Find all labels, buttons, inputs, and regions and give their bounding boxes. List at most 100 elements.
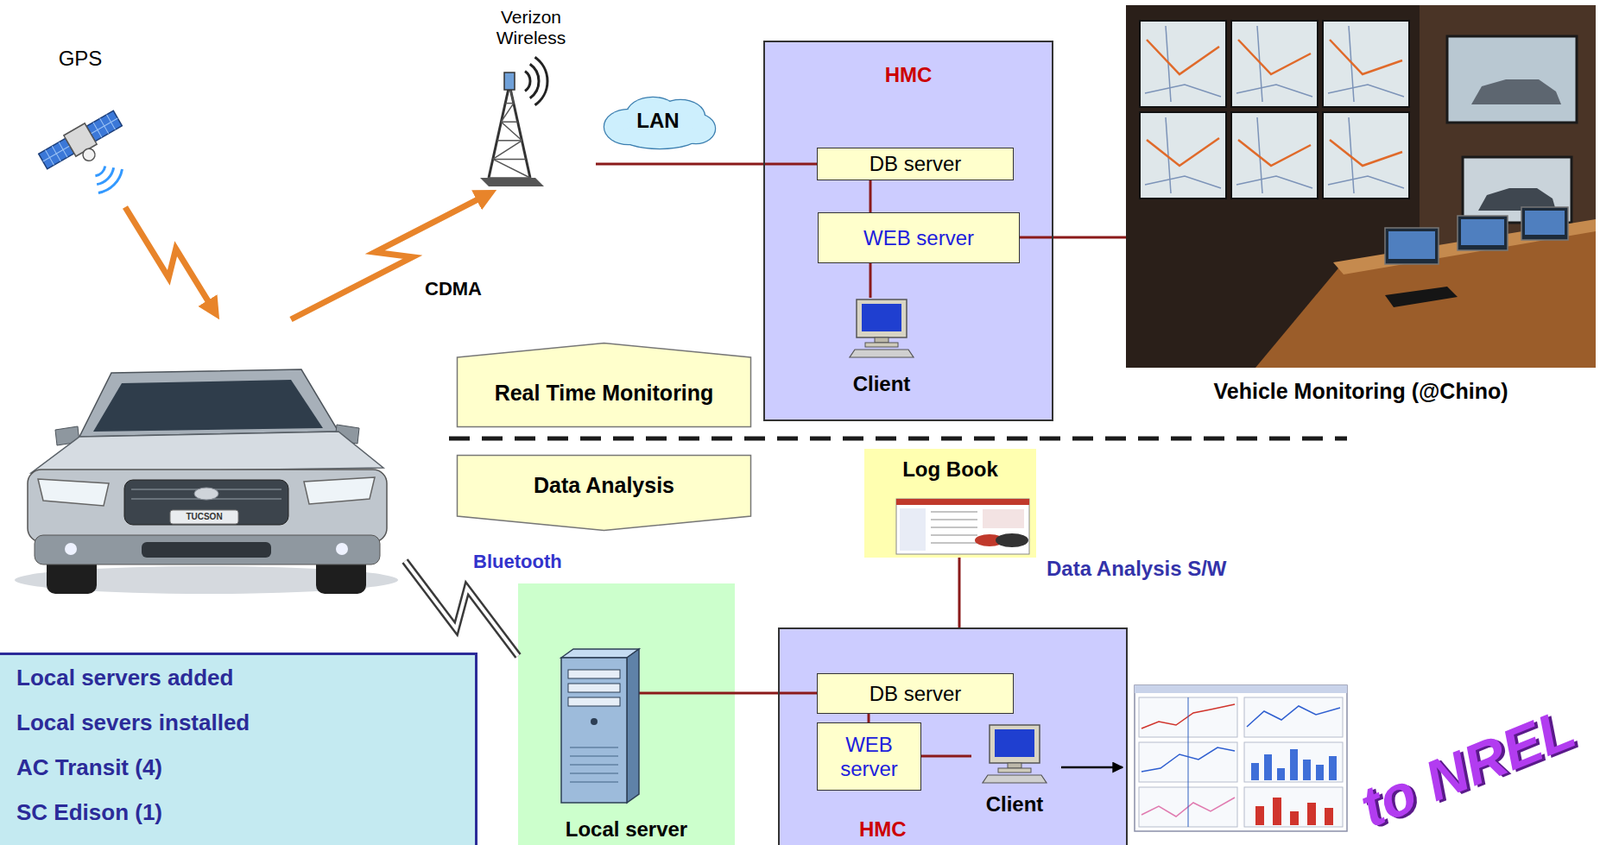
chart-bar bbox=[1264, 754, 1272, 781]
panel-title: Log Book bbox=[902, 457, 999, 482]
wall-monitor bbox=[1231, 112, 1318, 199]
satellite-dish bbox=[80, 146, 97, 164]
vent bbox=[569, 755, 619, 758]
photo-backdrop bbox=[1125, 5, 1596, 368]
monitor-base bbox=[998, 768, 1031, 773]
desk-screen bbox=[1524, 210, 1565, 235]
client-pc: Client bbox=[971, 723, 1058, 821]
tower-brace bbox=[493, 140, 523, 160]
map-road bbox=[1328, 84, 1404, 97]
note-line: Local servers added bbox=[16, 665, 234, 692]
box-fill bbox=[864, 449, 1037, 558]
drive-bay bbox=[568, 697, 620, 707]
text-line bbox=[930, 534, 978, 537]
car-headlight bbox=[303, 477, 375, 505]
car-hood bbox=[31, 431, 384, 474]
tower-brace bbox=[500, 103, 513, 123]
photo-caption: Vehicle Monitoring (@Chino) bbox=[1213, 379, 1508, 405]
signal-wave bbox=[98, 169, 123, 194]
keyboard bbox=[849, 349, 914, 358]
map-route bbox=[1146, 138, 1220, 166]
chart-bar bbox=[1307, 803, 1316, 826]
monitor-screen bbox=[861, 303, 902, 332]
server-front bbox=[561, 657, 627, 804]
drive-bay bbox=[568, 683, 620, 693]
chart-bar bbox=[1290, 749, 1298, 781]
chart-bar bbox=[1255, 806, 1265, 826]
wireless-arrow bbox=[125, 207, 212, 307]
radio-wave bbox=[530, 63, 539, 98]
link-label: Bluetooth bbox=[473, 550, 563, 573]
label-holder: CDMA bbox=[424, 278, 482, 300]
phase-arrow-up: Real Time Monitoring bbox=[455, 341, 753, 429]
car-intake bbox=[141, 542, 272, 558]
label-holder: Data Analysis S/W bbox=[1046, 556, 1227, 582]
map-route bbox=[1329, 39, 1403, 75]
local-server-zone: Local server bbox=[518, 583, 735, 845]
cable-connector bbox=[869, 263, 873, 298]
chart-panel bbox=[1244, 742, 1343, 783]
server-top bbox=[561, 649, 639, 658]
phase-arrow-shape bbox=[457, 455, 752, 532]
label-holder: Bluetooth bbox=[473, 550, 563, 573]
chart-panel bbox=[1244, 787, 1343, 828]
icon-caption: Client bbox=[853, 372, 911, 397]
icon-caption: GPS bbox=[58, 46, 103, 71]
signal-wave bbox=[96, 167, 114, 184]
box-label: WEB server bbox=[822, 733, 916, 781]
side-menu bbox=[899, 508, 926, 551]
server-cable bbox=[638, 692, 735, 696]
map-route bbox=[1238, 39, 1311, 75]
car-thumbnail bbox=[995, 533, 1029, 548]
server-group: HMCDB serverWEB serverClient bbox=[777, 627, 1128, 845]
car-grille bbox=[124, 480, 289, 525]
chart-panel bbox=[1244, 697, 1343, 738]
chart-toolbar bbox=[1134, 685, 1348, 694]
cable-connector bbox=[867, 714, 871, 723]
wall-poster bbox=[1447, 36, 1577, 123]
map-route bbox=[1238, 139, 1311, 166]
wireless-arrow bbox=[290, 196, 483, 320]
db-server-box: DB server bbox=[816, 673, 1014, 715]
tower-brace bbox=[500, 120, 518, 123]
tower-antenna bbox=[504, 72, 515, 90]
monitor-stand bbox=[874, 337, 889, 343]
chart-frame bbox=[1134, 685, 1348, 832]
model-badge-text: TUCSON bbox=[185, 512, 222, 523]
map-road bbox=[1328, 176, 1404, 189]
chart-bar bbox=[1272, 797, 1282, 826]
phase-arrow-shape bbox=[457, 343, 752, 428]
monitor-stand bbox=[1007, 763, 1022, 769]
output-arrow bbox=[1061, 766, 1123, 770]
wall-monitor bbox=[1139, 112, 1227, 199]
cell-tower: Verizon Wireless bbox=[466, 5, 596, 190]
fog-light bbox=[335, 543, 348, 556]
icon-caption: Client bbox=[986, 792, 1044, 817]
label-holder: to NREL bbox=[1351, 695, 1585, 842]
car-headlight bbox=[37, 479, 109, 506]
map-route bbox=[1329, 139, 1403, 166]
tower-brace bbox=[500, 121, 522, 141]
model-badge bbox=[170, 510, 239, 525]
map-road bbox=[1144, 176, 1221, 189]
tower-brace bbox=[505, 102, 514, 105]
link-label: CDMA bbox=[424, 278, 482, 300]
control-room-photo bbox=[1125, 5, 1596, 412]
vent bbox=[569, 772, 619, 775]
server-icon bbox=[518, 583, 735, 845]
cloud-label: LAN bbox=[636, 108, 679, 133]
client-pc: Client bbox=[833, 297, 930, 400]
phase-label: Data Analysis bbox=[533, 473, 675, 499]
wall-monitor bbox=[1322, 112, 1410, 199]
radio-wave bbox=[535, 56, 548, 106]
server-side bbox=[626, 649, 639, 804]
group-title: HMC bbox=[885, 63, 933, 88]
chart-bar bbox=[1324, 808, 1334, 826]
screenshot-frame bbox=[896, 499, 1030, 555]
car-windshield bbox=[93, 379, 323, 432]
wall-monitor bbox=[1322, 20, 1410, 108]
box-label: WEB server bbox=[863, 226, 974, 251]
box-fill bbox=[817, 212, 1020, 264]
chart-bar bbox=[1328, 756, 1337, 781]
